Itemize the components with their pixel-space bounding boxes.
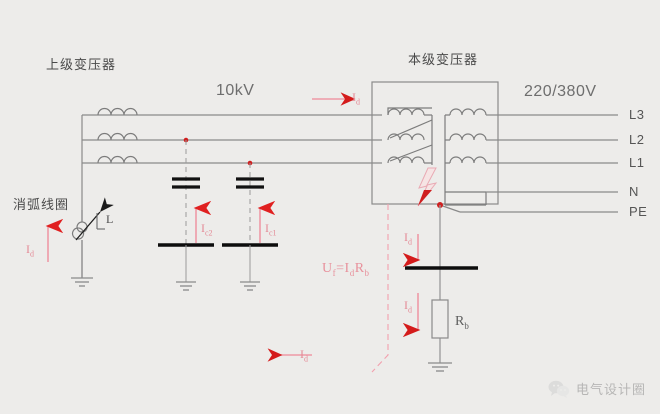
- local-transformer-label: 本级变压器: [408, 53, 479, 68]
- formula-u-sub: f: [332, 267, 337, 278]
- arc-suppression-coil: [72, 210, 88, 278]
- ground-symbol-coil: [71, 277, 93, 287]
- adjustable-arrow: [75, 197, 114, 241]
- current-label-ic2: Ic2: [201, 222, 213, 237]
- resistor-symbol: R: [455, 314, 465, 329]
- formula-i-sub: d: [349, 267, 355, 278]
- inductor-label-l: L: [106, 212, 114, 226]
- current-subscript: d: [408, 237, 412, 247]
- current-label-id-primary: Id: [352, 91, 360, 106]
- phase-label-n: N: [629, 184, 639, 199]
- phase-label-l2: L2: [629, 132, 645, 147]
- current-symbol: I: [404, 298, 408, 312]
- phase-label-l3: L3: [629, 107, 645, 122]
- current-symbol: I: [404, 230, 408, 244]
- formula-u: U: [322, 261, 333, 276]
- resistor-label-rb: Rb: [455, 315, 469, 331]
- formula-eq: =: [336, 261, 345, 276]
- current-symbol: I: [300, 347, 304, 361]
- current-symbol: I: [201, 221, 205, 235]
- earth-electrode-branch: [402, 205, 478, 372]
- fault-lightning-icon: [417, 167, 438, 207]
- formula-r-sub: b: [364, 267, 370, 278]
- transformer-secondary-wye: [444, 108, 487, 206]
- current-subscript: d: [304, 354, 308, 364]
- current-subscript: c2: [205, 228, 213, 238]
- current-label-id-coil: Id: [26, 243, 34, 258]
- local-transformer-box: [371, 81, 499, 205]
- formula-i: I: [344, 261, 350, 276]
- phase-label-pe: PE: [629, 204, 648, 219]
- primary-voltage-label: 10kV: [216, 82, 255, 99]
- inductor-bracket: [96, 213, 105, 230]
- current-subscript: d: [356, 97, 360, 107]
- wechat-icon: [548, 380, 570, 398]
- current-label-id-resistor: Id: [404, 299, 412, 314]
- capacitor-branch-1: [222, 160, 278, 291]
- secondary-voltage-label: 220/380V: [524, 83, 597, 100]
- upper-transformer-windings: [97, 107, 138, 164]
- current-label-id-fault-top: Id: [404, 231, 412, 246]
- fault-voltage-formula: Uf=IdRb: [322, 262, 370, 278]
- current-symbol: I: [265, 221, 269, 235]
- formula-r: R: [354, 261, 365, 276]
- capacitor-branch-2: [158, 137, 214, 291]
- secondary-lines: [439, 114, 618, 213]
- current-symbol: I: [26, 242, 30, 256]
- fault-current-path: [371, 204, 389, 373]
- current-subscript: c1: [269, 228, 277, 238]
- watermark-text: 电气设计圈: [575, 383, 646, 398]
- arc-suppression-coil-label: 消弧线圈: [13, 198, 70, 213]
- current-label-ic1: Ic1: [265, 222, 277, 237]
- resistor-subscript: b: [464, 320, 469, 331]
- current-subscript: d: [408, 305, 412, 315]
- current-symbol: I: [352, 90, 356, 104]
- phase-label-l1: L1: [629, 155, 645, 170]
- watermark: 电气设计圈: [548, 379, 646, 398]
- upper-transformer-label: 上级变压器: [46, 58, 117, 73]
- current-label-id-return: Id: [300, 348, 308, 363]
- transformer-primary-delta: [387, 107, 433, 165]
- current-subscript: d: [30, 249, 34, 259]
- primary-lines: [81, 114, 382, 210]
